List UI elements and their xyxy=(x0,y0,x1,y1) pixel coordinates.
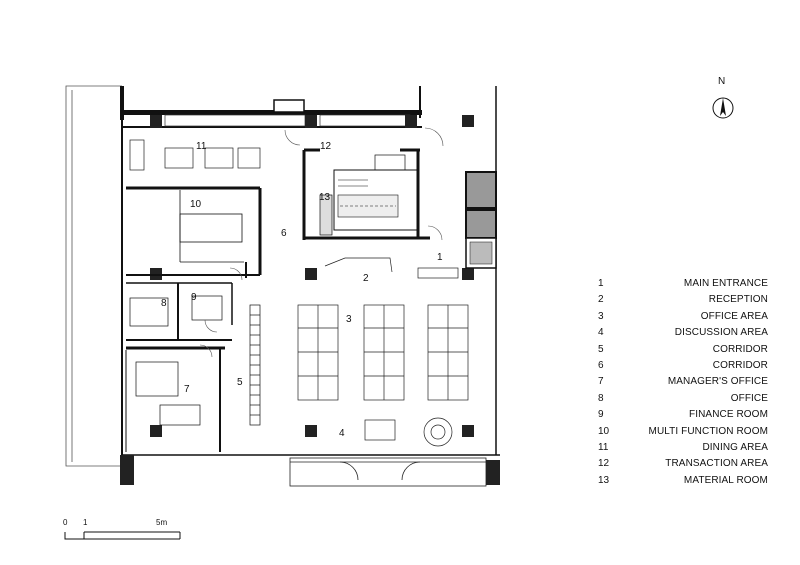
legend-number: 11 xyxy=(598,441,609,453)
legend-row: 6 CORRIDOR xyxy=(598,358,768,374)
legend: 1 MAIN ENTRANCE 2 RECEPTION 3 OFFICE AREA 4… xyxy=(598,276,768,489)
legend-row: 13 MATERIAL ROOM xyxy=(598,473,768,489)
legend-number: 4 xyxy=(598,327,604,339)
room-number: 6 xyxy=(281,228,287,239)
room-8-9-walls xyxy=(126,282,233,341)
north-label: N xyxy=(718,76,726,87)
legend-number: 10 xyxy=(598,425,610,437)
reception-desk xyxy=(324,257,459,279)
legend-row: 11 DINING AREA xyxy=(598,440,768,456)
room-number: 7 xyxy=(184,384,190,395)
legend-number: 2 xyxy=(598,294,604,306)
legend-name: DISCUSSION AREA xyxy=(674,327,768,339)
legend-name: OFFICE xyxy=(730,392,768,404)
legend-row: 9 FINANCE ROOM xyxy=(598,407,768,423)
legend-number: 1 xyxy=(598,278,604,289)
room-12-13-block xyxy=(302,148,430,240)
legend-name: TRANSACTION AREA xyxy=(665,458,768,470)
legend-row: 5 CORRIDOR xyxy=(598,342,768,358)
legend-row: 3 OFFICE AREA xyxy=(598,309,768,325)
legend-name: OFFICE AREA xyxy=(700,310,768,322)
corridor-5-bench xyxy=(249,304,261,426)
discussion-tables xyxy=(364,417,453,447)
room-number: 2 xyxy=(363,273,369,284)
room-number: 1 xyxy=(437,252,443,263)
legend-number: 5 xyxy=(598,343,604,355)
exterior-walls xyxy=(120,86,500,456)
east-block xyxy=(465,171,497,269)
north-arrow: N xyxy=(704,76,744,126)
room-number: 12 xyxy=(320,141,332,152)
legend-name: MAIN ENTRANCE xyxy=(683,278,768,289)
legend-name: CORRIDOR xyxy=(712,343,768,355)
scale-label-0: 0 xyxy=(63,518,68,527)
room-number: 10 xyxy=(190,199,202,210)
legend-row: 10 MULTI FUNCTION ROOM xyxy=(598,424,768,440)
north-wall xyxy=(122,99,422,128)
room-number: 4 xyxy=(339,428,345,439)
legend-number: 13 xyxy=(598,474,610,486)
room-10-walls xyxy=(126,186,262,278)
columns xyxy=(120,115,500,485)
scale-graphic xyxy=(64,531,181,540)
door-swings xyxy=(199,127,444,358)
legend-name: RECEPTION xyxy=(708,294,768,306)
legend-name: FINANCE ROOM xyxy=(689,409,768,421)
room-number: 9 xyxy=(191,292,197,303)
legend-name: DINING AREA xyxy=(702,441,768,453)
workstations xyxy=(297,304,469,401)
legend-name: MANAGER'S OFFICE xyxy=(667,376,768,388)
room-number: 11 xyxy=(196,141,207,152)
room-number: 13 xyxy=(319,192,331,203)
legend-row: 2 RECEPTION xyxy=(598,292,768,308)
legend-number: 3 xyxy=(598,310,604,322)
legend-number: 6 xyxy=(598,359,604,371)
legend-name: CORRIDOR xyxy=(712,359,768,371)
legend-number: 12 xyxy=(598,458,610,470)
legend-row: 12 TRANSACTION AREA xyxy=(598,456,768,472)
legend-row: 1 MAIN ENTRANCE xyxy=(598,276,768,292)
legend-row: 7 MANAGER'S OFFICE xyxy=(598,374,768,390)
scale-label-5m: 5m xyxy=(156,518,168,527)
room-7-walls xyxy=(125,346,225,452)
compass-icon xyxy=(712,97,734,119)
legend-number: 9 xyxy=(598,409,604,421)
room-labels: 1 2 3 4 5 6 7 8 9 10 11 12 13 xyxy=(161,141,443,439)
legend-number: 7 xyxy=(598,376,604,388)
south-glazing xyxy=(289,457,487,487)
legend-name: MATERIAL ROOM xyxy=(683,474,768,486)
legend-row: 8 OFFICE xyxy=(598,391,768,407)
legend-name: MULTI FUNCTION ROOM xyxy=(648,425,768,437)
legend-row: 4 DISCUSSION AREA xyxy=(598,325,768,341)
scale-bar: 0 1 5m xyxy=(60,518,190,542)
terrace xyxy=(65,85,122,467)
room-number: 5 xyxy=(237,377,243,388)
room-number: 3 xyxy=(346,314,352,325)
legend-number: 8 xyxy=(598,392,604,404)
dining-tables xyxy=(129,139,261,171)
room-number: 8 xyxy=(161,298,167,309)
scale-label-1: 1 xyxy=(83,518,88,527)
